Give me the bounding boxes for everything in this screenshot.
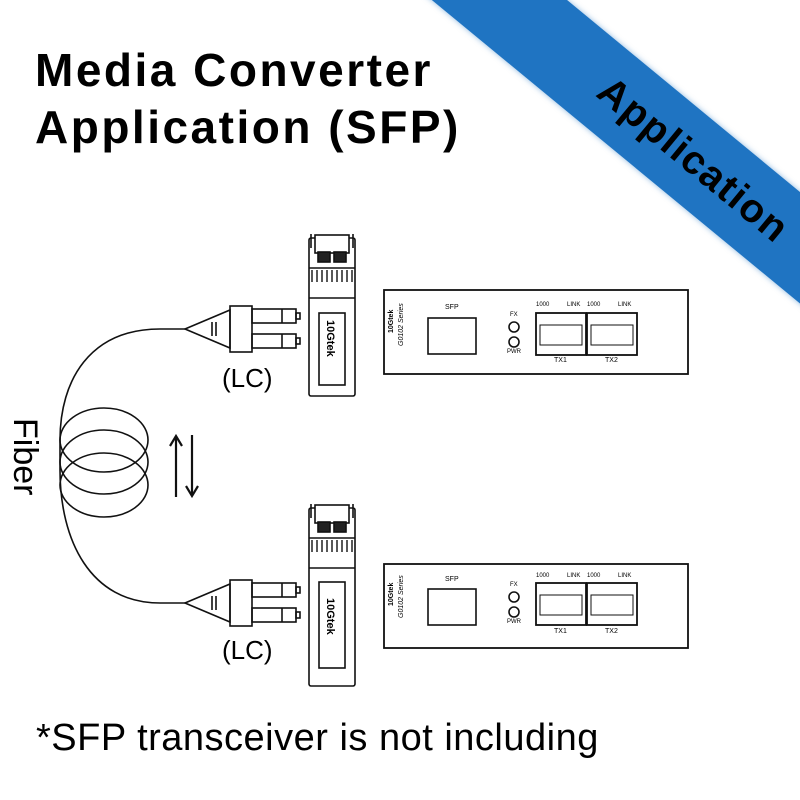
led-pwr-label: PWR	[507, 349, 521, 355]
lc-label-bottom: (LC)	[222, 635, 273, 665]
port-tx1-led-left: 1000	[536, 573, 550, 579]
port-tx1-label: TX1	[554, 357, 567, 364]
port-tx1-led-left: 1000	[536, 302, 550, 308]
media-converter-top	[383, 289, 689, 375]
converter-series: G0102 Series	[398, 575, 405, 618]
title-line-1: Media Converter	[35, 44, 433, 96]
fiber-cable	[59, 328, 185, 604]
converter-series: G0102 Series	[398, 303, 405, 346]
port-tx1-led-right: LINK	[567, 302, 581, 308]
title-line-2: Application (SFP)	[35, 101, 461, 153]
led-pwr-label: PWR	[507, 619, 521, 625]
sfp-module-bottom	[308, 504, 356, 687]
converter-brand: 10Gtek	[388, 309, 395, 333]
port-tx2-label: TX2	[605, 628, 618, 635]
converter-brand: 10Gtek	[388, 582, 395, 606]
lc-connector-top	[182, 305, 301, 353]
led-fx-label: FX	[510, 312, 518, 318]
port-tx2-led-right: LINK	[618, 302, 632, 308]
page-title: Media Converter Application (SFP)	[35, 42, 461, 156]
port-tx1-label: TX1	[554, 628, 567, 635]
sfp-slot-label: SFP	[445, 576, 459, 583]
sfp-module-top	[308, 234, 356, 397]
port-tx2-led-left: 1000	[587, 573, 601, 579]
port-tx2-label: TX2	[605, 357, 618, 364]
lc-label-top: (LC)	[222, 363, 273, 393]
bidirectional-arrows-icon	[169, 433, 199, 499]
fiber-label: Fiber	[6, 418, 44, 496]
port-tx2-led-left: 1000	[587, 302, 601, 308]
port-tx1-led-right: LINK	[567, 573, 581, 579]
media-converter-bottom	[383, 563, 689, 649]
sfp-slot-label: SFP	[445, 304, 459, 311]
footnote: *SFP transceiver is not including	[36, 717, 599, 759]
port-tx2-led-right: LINK	[618, 573, 632, 579]
sfp-brand-top: 10Gtek	[324, 320, 336, 358]
led-fx-label: FX	[510, 582, 518, 588]
lc-connector-bottom	[182, 579, 301, 627]
sfp-brand-bottom: 10Gtek	[324, 598, 336, 636]
